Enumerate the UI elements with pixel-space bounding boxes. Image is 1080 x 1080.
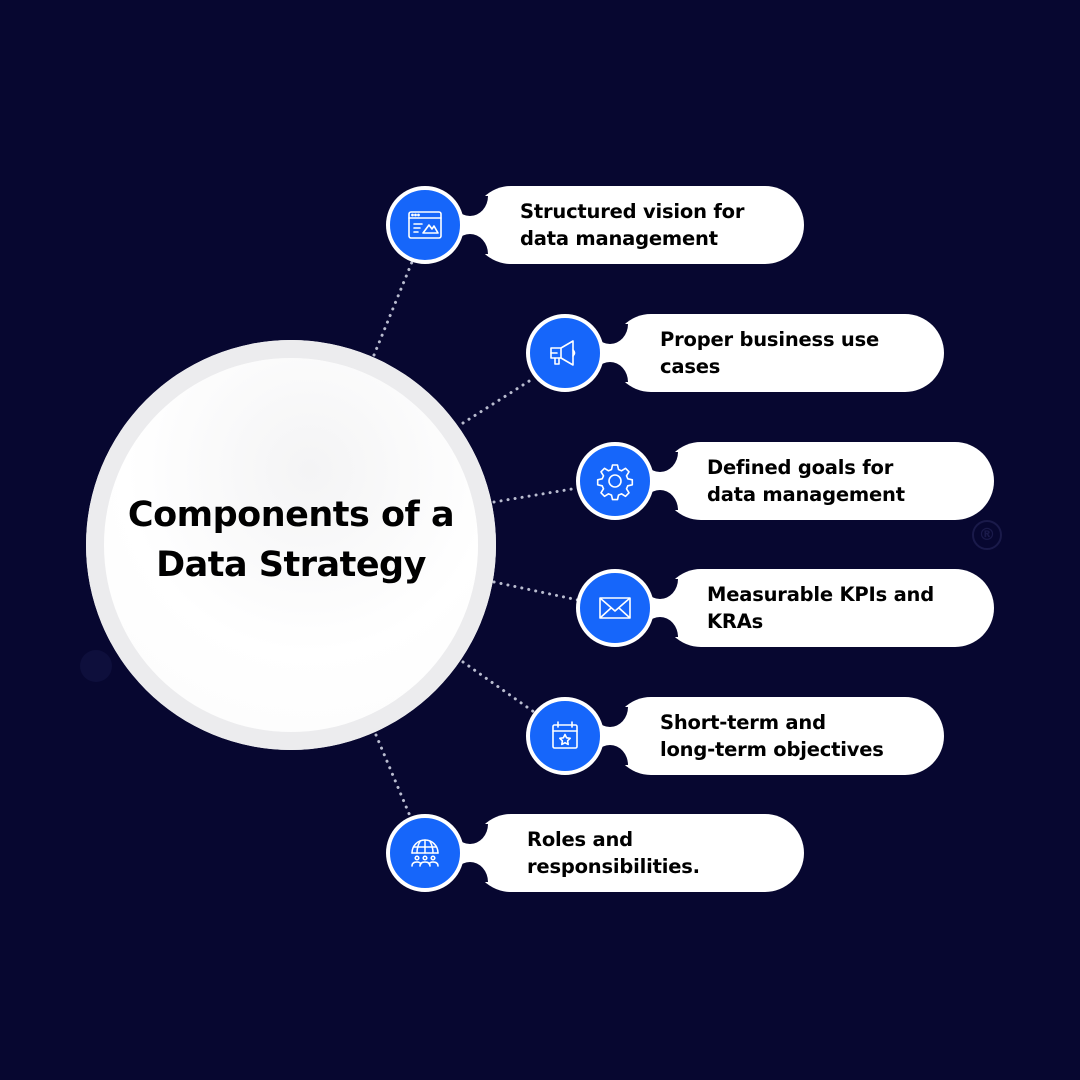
component-pill: Structured vision for data management	[472, 186, 804, 264]
component-item-kpis-kras: Measurable KPIs and KRAs	[576, 569, 994, 647]
gear-icon	[576, 442, 654, 520]
registered-trademark-icon: ®	[972, 520, 1002, 550]
component-item-objectives: Short-term and long-term objectives	[526, 697, 944, 775]
diagram-title: Components of a Data Strategy	[127, 495, 455, 585]
calendar-star-icon	[526, 697, 604, 775]
watermark-shape	[80, 650, 112, 682]
component-pill: Proper business use cases	[612, 314, 944, 392]
connector-2	[461, 376, 536, 425]
component-item-business-use-cases: Proper business use cases	[526, 314, 944, 392]
component-item-structured-vision: Structured vision for data management	[386, 186, 804, 264]
component-pill: Measurable KPIs and KRAs	[662, 569, 994, 647]
component-item-roles: Roles and responsibilities.	[386, 814, 804, 892]
component-item-defined-goals: Defined goals for data management	[576, 442, 994, 520]
connector-4	[492, 580, 580, 602]
connector-3	[492, 486, 580, 504]
envelope-icon	[576, 569, 654, 647]
connector-1	[372, 260, 414, 357]
component-pill: Defined goals for data management	[662, 442, 994, 520]
connector-6	[374, 733, 412, 818]
connector-5	[461, 660, 536, 714]
central-hub-circle: Components of a Data Strategy	[86, 340, 496, 750]
component-pill: Short-term and long-term objectives	[612, 697, 944, 775]
globe-people-icon	[386, 814, 464, 892]
component-pill: Roles and responsibilities.	[472, 814, 804, 892]
browser-window-icon	[386, 186, 464, 264]
megaphone-icon	[526, 314, 604, 392]
